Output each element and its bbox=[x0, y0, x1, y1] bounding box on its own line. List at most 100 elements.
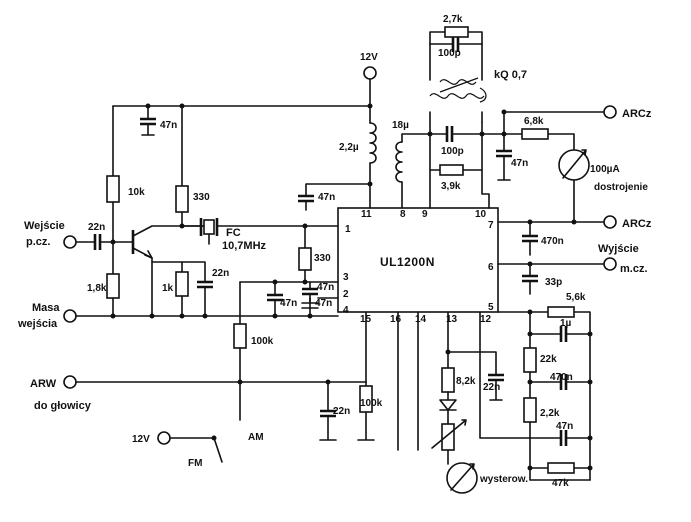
pin-16-label: 16 bbox=[390, 314, 402, 325]
cap-470n-b bbox=[559, 374, 568, 390]
label-arw: ARW bbox=[30, 378, 57, 390]
label-r1k8: 1,8k bbox=[87, 283, 107, 294]
label-12v: 12V bbox=[360, 52, 378, 63]
potentiometer bbox=[441, 423, 455, 451]
terminal-input[interactable] bbox=[63, 235, 77, 249]
label-l18u: 18µ bbox=[392, 120, 409, 131]
pin-11-label: 11 bbox=[361, 209, 372, 220]
label-c47n-c: 47n bbox=[315, 298, 332, 309]
label-c100p-mid: 100p bbox=[441, 146, 464, 157]
resistor-100k-left bbox=[233, 323, 247, 349]
label-c47n-right: 47n bbox=[511, 158, 528, 169]
terminal-arcz-mid[interactable] bbox=[603, 215, 617, 229]
resistor-6k8 bbox=[521, 128, 549, 140]
label-arcz-mid: ARCz bbox=[622, 218, 652, 230]
resistor-47k bbox=[547, 462, 575, 474]
label-switch-12v: 12V bbox=[132, 434, 150, 445]
resistor-22k bbox=[523, 347, 537, 373]
pin-12-label: 12 bbox=[480, 314, 492, 325]
inductor-18u bbox=[395, 141, 403, 183]
output-section: Wyjście m.cz. 33p bbox=[497, 243, 648, 295]
label-c22n-13: 22n bbox=[483, 382, 500, 393]
label-meter-top: 100µA bbox=[590, 164, 620, 175]
resistor-330-top bbox=[175, 185, 189, 213]
label-input-1: Wejście bbox=[24, 220, 65, 232]
label-r47k: 47k bbox=[552, 478, 569, 489]
label-fm: FM bbox=[188, 458, 202, 469]
label-c47n-11: 47n bbox=[318, 192, 335, 203]
terminal-arcz-top[interactable] bbox=[603, 105, 617, 119]
label-r1k: 1k bbox=[162, 283, 174, 294]
pin-2-label: 2 bbox=[343, 289, 349, 300]
resistor-2k2 bbox=[523, 397, 537, 423]
label-output-1: Wyjście bbox=[598, 243, 639, 255]
cap-1u bbox=[559, 326, 568, 342]
ic-ul1200n: UL1200N 1 2 3 4 5 6 7 8 9 10 11 12 13 14… bbox=[337, 207, 499, 325]
label-l2u2: 2,2µ bbox=[339, 142, 359, 153]
label-meter-bot: wysterow. bbox=[479, 474, 528, 485]
resistor-1k bbox=[175, 271, 189, 297]
resistor-2k7 bbox=[444, 26, 469, 38]
pin-7-label: 7 bbox=[488, 220, 494, 231]
resistor-10k bbox=[106, 175, 120, 203]
label-c22n-in: 22n bbox=[88, 222, 105, 233]
resistor-1k8 bbox=[106, 273, 120, 299]
cap-100p-mid bbox=[445, 126, 454, 142]
label-c47n-b: 47n bbox=[317, 282, 334, 293]
label-r2k7: 2,7k bbox=[443, 14, 463, 25]
pin-9-label: 9 bbox=[422, 209, 428, 220]
label-c470n: 470n bbox=[541, 236, 564, 247]
label-arcz-top: ARCz bbox=[622, 108, 652, 120]
label-r2k2: 2,2k bbox=[540, 408, 560, 419]
pin13-network: 22n 8,2k wysterow. bbox=[431, 311, 528, 494]
pin-4-label: 4 bbox=[343, 305, 349, 316]
label-c22n-tr: 22n bbox=[212, 268, 229, 279]
label-ground-1: Masa bbox=[32, 302, 60, 314]
pin-5-label: 5 bbox=[488, 302, 494, 313]
terminal-arw[interactable] bbox=[63, 375, 77, 389]
label-c22n-arw: 22n bbox=[333, 406, 350, 417]
pin-8-label: 8 bbox=[400, 209, 406, 220]
ceramic-filter-fc bbox=[203, 219, 215, 235]
label-r100k-left: 100k bbox=[251, 336, 274, 347]
label-output-2: m.cz. bbox=[620, 263, 648, 275]
resistor-8k2 bbox=[441, 367, 455, 393]
junction-dots bbox=[110, 103, 593, 471]
ic-body bbox=[337, 207, 499, 313]
bottom-section: 100k ARW do głowicy 22n 12V FM bbox=[30, 311, 419, 469]
input-stage: Wejście p.cz. 22n 1,8k 1k 22n FC 10,7MHz bbox=[17, 218, 339, 330]
label-r6k8: 6,8k bbox=[524, 116, 544, 127]
terminal-12v[interactable] bbox=[363, 66, 377, 80]
cap-100p-top bbox=[451, 37, 460, 52]
cap-47n-c bbox=[301, 297, 319, 309]
terminal-ground[interactable] bbox=[63, 309, 77, 323]
terminal-output[interactable] bbox=[603, 257, 617, 271]
pin-13-label: 13 bbox=[446, 314, 458, 325]
resistor-3k9 bbox=[439, 164, 464, 176]
pin-3-label: 3 bbox=[343, 272, 349, 283]
label-r8k2: 8,2k bbox=[456, 376, 476, 387]
label-c100p-top: 100p bbox=[438, 48, 461, 59]
terminal-switch-12v[interactable] bbox=[157, 431, 171, 445]
label-arw-2: do głowicy bbox=[34, 400, 92, 412]
diode bbox=[439, 399, 457, 411]
label-r22k: 22k bbox=[540, 354, 557, 365]
switch-am-fm[interactable] bbox=[213, 437, 223, 463]
label-r330-mid: 330 bbox=[314, 253, 331, 264]
label-fc-freq: 10,7MHz bbox=[222, 240, 267, 252]
label-ground-2: wejścia bbox=[17, 318, 58, 330]
resistor-330-mid bbox=[298, 247, 312, 271]
label-r330-top: 330 bbox=[193, 192, 210, 203]
coupled-coil-upper bbox=[439, 79, 477, 85]
supply-section: 12V 2,2µ 47n 47n 10k 330 bbox=[106, 52, 378, 243]
label-fc: FC bbox=[226, 227, 241, 239]
label-r100k-bot: 100k bbox=[360, 398, 383, 409]
label-r10k: 10k bbox=[128, 187, 145, 198]
resistor-5k6 bbox=[547, 306, 575, 318]
tuned-circuits: 2,7k 100p kQ 0,7 18µ 100p 3,9k 47n bbox=[392, 14, 528, 209]
label-c47n-a: 47n bbox=[280, 298, 297, 309]
inductor-2u2 bbox=[369, 122, 377, 164]
label-input-2: p.cz. bbox=[26, 236, 50, 248]
